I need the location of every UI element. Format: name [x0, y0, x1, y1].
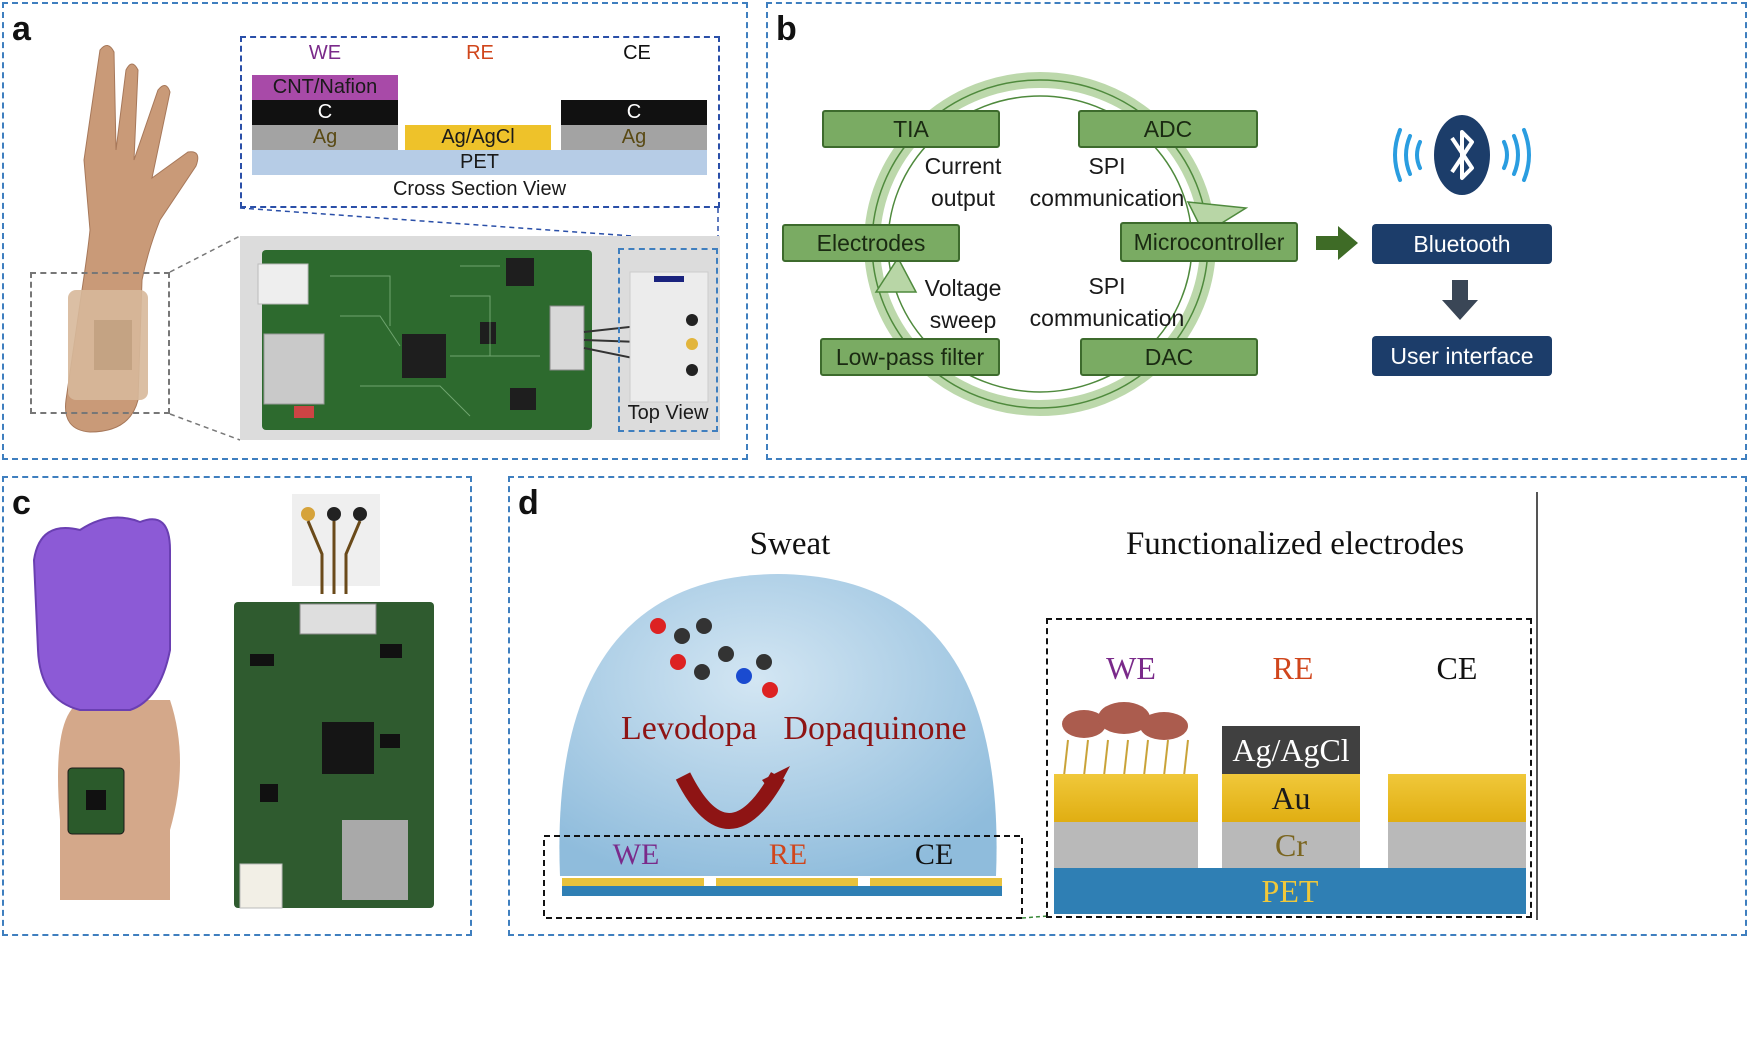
arrow-down-icon	[1442, 280, 1478, 320]
voltage-sweep-line1: Voltage	[924, 275, 1002, 301]
cs-re-ag-agcl: Ag/AgCl	[405, 125, 551, 150]
current-output-label: Current output	[900, 150, 1026, 214]
microcontroller-box: Microcontroller	[1120, 222, 1298, 262]
lowpass-filter-box: Low-pass filter	[820, 338, 1000, 376]
zoom-ce-gold	[1388, 774, 1526, 822]
cs-caption: Cross Section View	[392, 178, 567, 200]
voltage-sweep-line2: sweep	[929, 307, 997, 333]
spi-top-line1: SPI	[1088, 153, 1126, 179]
spi-bottom-line1: SPI	[1088, 273, 1126, 299]
zoom-connector-lines	[169, 207, 719, 441]
panel-b	[766, 2, 1747, 460]
panel-b-letter: b	[776, 10, 797, 48]
bluetooth-icon	[1393, 115, 1531, 195]
cs-ce-silver: Ag	[561, 125, 707, 150]
panel-d-letter: d	[518, 484, 539, 522]
spi-bottom-label: SPI communication	[1022, 270, 1192, 334]
electrodes-box: Electrodes	[782, 224, 960, 262]
enzyme-layer	[1062, 702, 1189, 776]
drop-label-we: WE	[612, 838, 660, 871]
cs-we-carbon: C	[252, 100, 398, 125]
arrow-right-icon	[1316, 226, 1358, 260]
top-view-box	[618, 248, 718, 432]
bluetooth-box: Bluetooth	[1372, 224, 1552, 264]
zoom-re-cr: Cr	[1222, 822, 1360, 868]
panel-c	[2, 476, 472, 936]
sweat-title: Sweat	[749, 526, 831, 562]
zoom-we-gold	[1054, 774, 1198, 822]
adc-box: ADC	[1078, 110, 1258, 148]
panel-a	[2, 2, 748, 460]
cs-ce-carbon: C	[561, 100, 707, 125]
zoom-label-we: WE	[1106, 650, 1156, 686]
gloved-arm-photo	[32, 516, 180, 900]
panel-a-letter: a	[12, 10, 31, 48]
cs-label-re: RE	[466, 42, 494, 64]
sweat-drop	[543, 574, 1048, 919]
cs-we-cnt-nafion: CNT/Nafion	[252, 75, 398, 100]
cs-label-ce: CE	[623, 42, 651, 64]
device-photo	[234, 494, 434, 909]
drop-label-re: RE	[768, 838, 808, 871]
cs-substrate-pet: PET	[252, 150, 707, 175]
functionalized-zoom-box	[1046, 618, 1532, 918]
zoom-substrate-pet: PET	[1054, 868, 1526, 914]
dac-box: DAC	[1080, 338, 1258, 376]
zoom-ce-chromium	[1388, 822, 1526, 868]
cs-we-silver: Ag	[252, 125, 398, 150]
current-output-line2: output	[931, 185, 995, 211]
arm-illustration	[65, 45, 199, 433]
zoom-re-au: Au	[1222, 774, 1360, 822]
current-output-line1: Current	[924, 153, 1002, 179]
user-interface-box: User interface	[1372, 336, 1552, 376]
cs-label-we: WE	[308, 42, 342, 64]
zoom-re-ag-agcl: Ag/AgCl	[1222, 726, 1360, 774]
top-view-label: Top View	[627, 402, 709, 424]
tia-box: TIA	[822, 110, 1000, 148]
panel-d-right-rule	[1536, 492, 1538, 920]
voltage-sweep-label: Voltage sweep	[900, 272, 1026, 336]
panel-c-letter: c	[12, 484, 31, 522]
pcb-board	[257, 250, 709, 430]
functionalized-title: Functionalized electrodes	[1125, 526, 1465, 562]
spi-top-line2: communication	[1029, 185, 1185, 211]
spi-bottom-line2: communication	[1029, 305, 1185, 331]
arm-zoom-box	[30, 272, 170, 414]
zoom-label-re: RE	[1272, 650, 1314, 686]
reaction-dopaquinone: Dopaquinone	[783, 710, 967, 747]
zoom-we-chromium	[1054, 822, 1198, 868]
drop-label-ce: CE	[914, 838, 954, 871]
reaction-levodopa: Levodopa	[621, 710, 757, 747]
panel-d	[508, 476, 1747, 936]
zoom-label-ce: CE	[1436, 650, 1478, 686]
spi-top-label: SPI communication	[1022, 150, 1192, 214]
